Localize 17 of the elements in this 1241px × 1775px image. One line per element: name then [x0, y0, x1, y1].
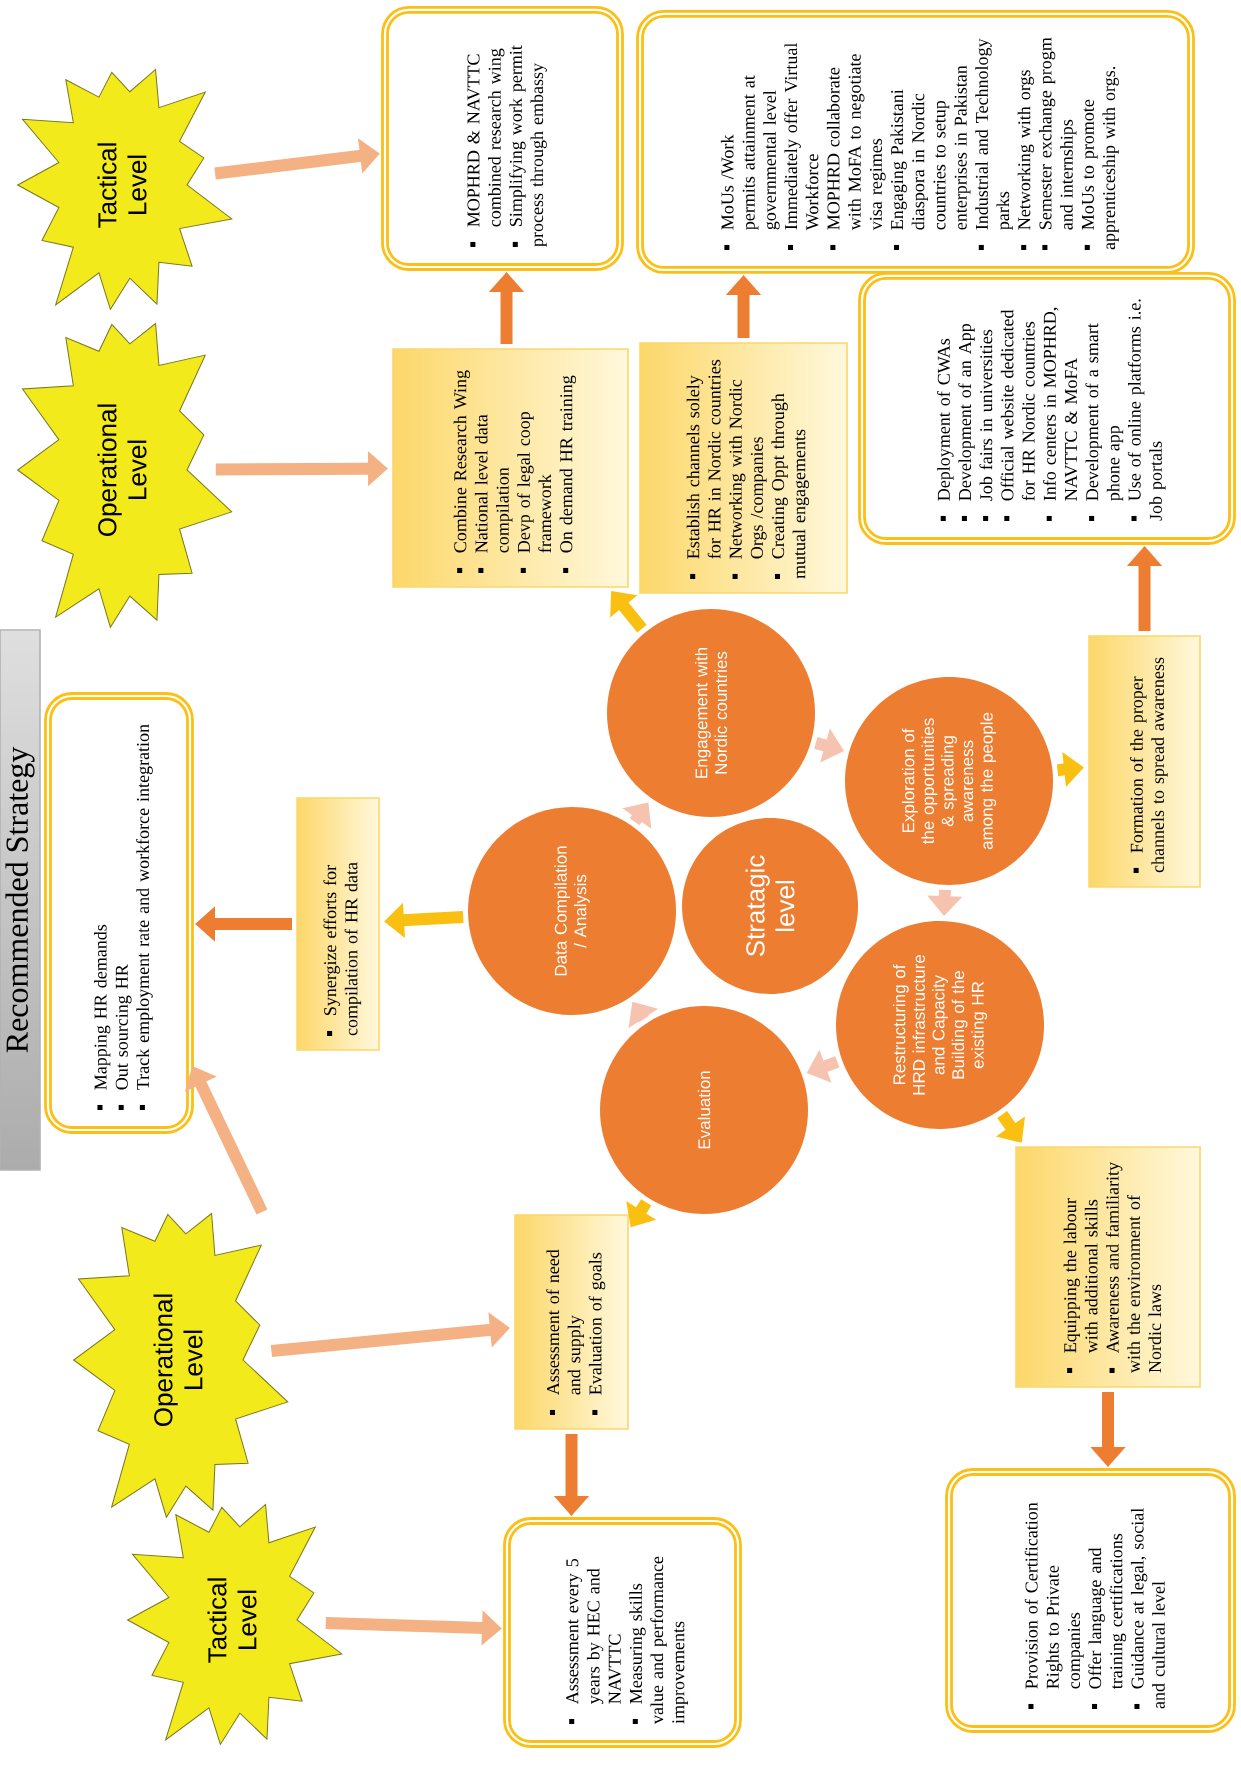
arrow	[184, 1066, 268, 1215]
starburst: Tactical Level	[17, 68, 233, 310]
title-banner: Recommended Strategy	[0, 629, 41, 1171]
rounded-list-box: MoUs /Work permits attainment at governmental level Immediately offer Virtual Workforce MOPHRD collaborate with MoFA to negotiate visa regimes Engaging Pakistani diaspora in Nordic countries to setup enterprises in Pakistan Industrial and Technology parks Networking with orgs Semester exchange progm and internships MoUs to promote apprenticeship with orgs.	[636, 10, 1195, 274]
list-box: Equipping the labour with additional skills Awareness and familiarity with the environment of Nordic laws	[1015, 1146, 1201, 1388]
list-box: Formation of the proper channels to spread awareness	[1088, 635, 1201, 888]
rounded-list-box: Mapping HR demands Out sourcing HR Track employment rate and workforce integration	[44, 692, 194, 1134]
list-box: Assessment of need and supply Evaluation of goals	[514, 1214, 629, 1430]
starburst: Operational Level	[17, 323, 233, 628]
rounded-list-box: Deployment of CWAs Development of an App Job fairs in universities Official website dedicated for HR Nordic countries Info centers in MOPHRD, NAVTTC & MoFA Development of a smart phone app Use of online platforms i.e. Job portals	[858, 272, 1236, 545]
rounded-list-box: Assessment every 5 years by HEC and NAVTTC Measuring skills value and performance improvements	[503, 1517, 742, 1748]
rounded-list-box: Provision of Certification Rights to Private companies Offer language and training certifications Guidance at legal, social and cultural level	[945, 1468, 1236, 1733]
starburst: Operational Level	[73, 1213, 289, 1518]
rounded-list-box: MOPHRD & NAVTTC combined research wing Simplifying work permit process through embassy	[381, 6, 624, 271]
list-box: Combine Research Wing National level data compilation Devp of legal coop framework On demand HR training	[392, 348, 629, 588]
starburst: Tactical Level	[127, 1504, 343, 1745]
list-box: Synergize efforts for compilation of HR data	[296, 797, 380, 1051]
